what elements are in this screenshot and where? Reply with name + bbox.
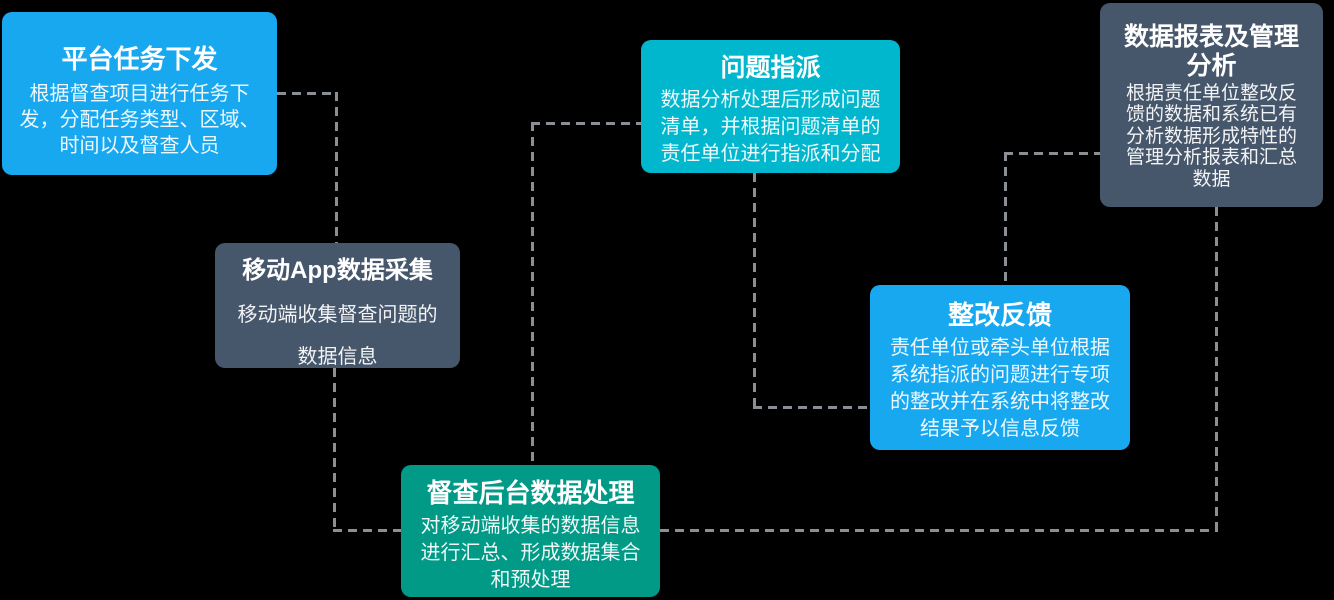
connector-feedback-to-report-v	[1004, 152, 1007, 285]
node-title: 问题指派	[720, 54, 821, 82]
connector-platform-to-mobile-h	[277, 92, 337, 95]
node-description: 移动端收集督查问题的数据信息	[237, 303, 438, 368]
node-description: 对移动端收集的数据信息进行汇总、形成数据集合和预处理	[420, 515, 641, 592]
connector-backend-to-issue-h	[531, 122, 641, 125]
connector-issue-to-feedback-v	[753, 173, 756, 406]
node-description: 数据分析处理后形成问题清单，并根据问题清单的责任单位进行指派和分配	[660, 89, 881, 165]
connector-report-to-backend-v	[1215, 207, 1218, 530]
node-title: 平台任务下发	[61, 44, 218, 74]
connector-report-to-backend-h	[660, 529, 1218, 532]
connector-issue-to-feedback-h	[753, 406, 870, 409]
node-data-report-management-analysis: 数据报表及管理分析 根据责任单位整改反馈的数据和系统已有分析数据形成特性的管理分…	[1100, 3, 1323, 207]
connector-mobile-to-backend-h	[333, 529, 401, 532]
node-platform-task-dispatch: 平台任务下发 根据督查项目进行任务下发，分配任务类型、区域、时间以及督查人员	[2, 12, 277, 175]
node-issue-assignment: 问题指派 数据分析处理后形成问题清单，并根据问题清单的责任单位进行指派和分配	[641, 40, 900, 173]
node-title: 数据报表及管理分析	[1123, 23, 1299, 80]
connector-backend-to-issue-v	[531, 122, 534, 465]
node-description: 根据督查项目进行任务下发，分配任务类型、区域、时间以及督查人员	[19, 83, 260, 158]
node-title: 整改反馈	[947, 300, 1052, 330]
node-rectification-feedback: 整改反馈 责任单位或牵头单位根据系统指派的问题进行专项的整改并在系统中将整改结果…	[870, 285, 1130, 450]
node-title: 移动App数据采集	[242, 257, 433, 284]
node-title: 督查后台数据处理	[426, 478, 635, 508]
node-description: 根据责任单位整改反馈的数据和系统已有分析数据形成特性的管理分析报表和汇总数据	[1125, 82, 1297, 191]
connector-feedback-to-report-h	[1004, 152, 1100, 155]
connector-mobile-to-backend-v	[333, 368, 336, 531]
node-description: 责任单位或牵头单位根据系统指派的问题进行专项的整改并在系统中将整改结果予以信息反…	[890, 337, 1110, 441]
node-supervision-backend-processing: 督查后台数据处理 对移动端收集的数据信息进行汇总、形成数据集合和预处理	[401, 465, 660, 597]
connector-platform-to-mobile-v	[335, 92, 338, 243]
node-mobile-app-data-collection: 移动App数据采集 移动端收集督查问题的数据信息	[215, 243, 460, 368]
